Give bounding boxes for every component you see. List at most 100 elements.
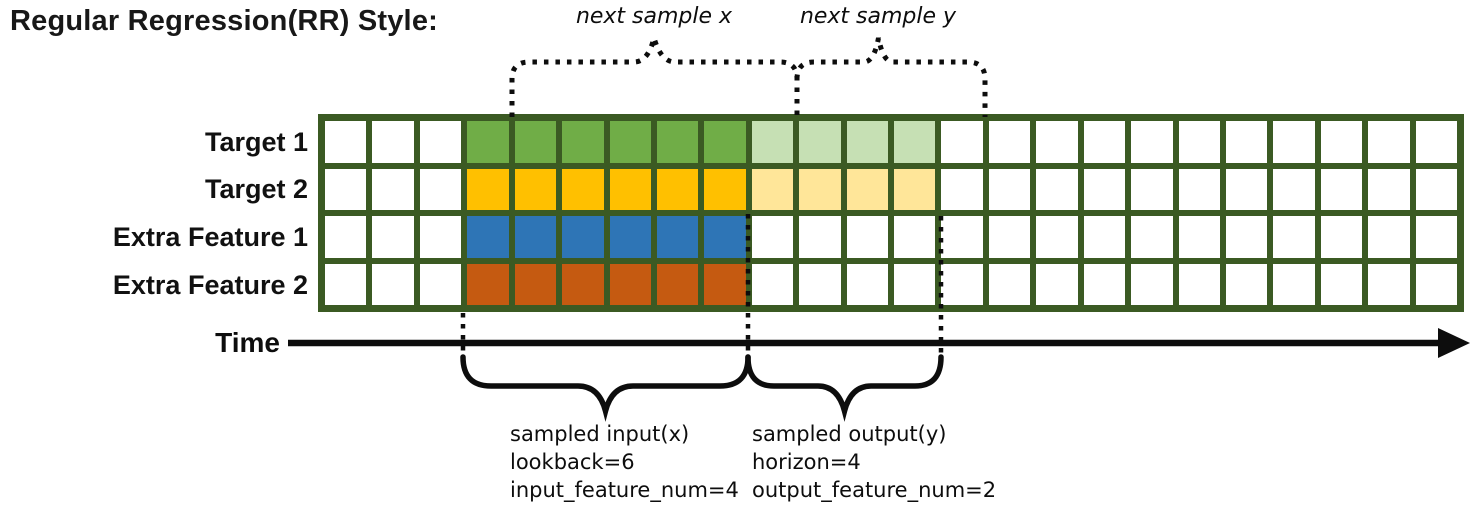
grid-cell [1083, 216, 1126, 258]
grid-cell [704, 168, 746, 210]
grid-cell [894, 263, 936, 305]
grid-cell [609, 121, 651, 163]
grid-cell [1225, 263, 1268, 305]
grid-cell [894, 121, 936, 163]
sampled-input-annotation: sampled input(x) lookback=6 input_featur… [510, 420, 739, 504]
grid-cell [1368, 263, 1410, 305]
page-title: Regular Regression(RR) Style: [10, 5, 438, 37]
grid-cell [467, 263, 509, 305]
grid-cell [562, 168, 604, 210]
row-label-target-2: Target 2 [204, 174, 308, 204]
next-sample-x-brace [509, 28, 800, 117]
grid-cell [656, 168, 699, 210]
grid-cell [467, 216, 509, 258]
grid-cell [941, 263, 983, 305]
grid-cell [467, 121, 509, 163]
grid-cell [988, 263, 1031, 305]
grid-cell [514, 216, 557, 258]
grid-cell [941, 168, 983, 210]
grid-cell [1225, 216, 1268, 258]
sampled-output-title: sampled output(y) [752, 422, 947, 446]
grid-cell [1415, 121, 1457, 163]
grid-cell [1415, 168, 1457, 210]
time-axis-label: Time [215, 327, 280, 358]
grid-cell [1368, 168, 1410, 210]
grid-cell [609, 168, 651, 210]
grid-cell [1415, 216, 1457, 258]
grid-cell [1131, 263, 1173, 305]
grid-cell [1178, 263, 1220, 305]
grid-cell [1131, 121, 1173, 163]
grid-cell [1131, 216, 1173, 258]
grid-cell [325, 168, 367, 210]
grid-cell [467, 168, 509, 210]
grid-cell [419, 216, 462, 258]
sampled-input-brace [460, 354, 751, 422]
grid-cell [846, 216, 888, 258]
grid-cell [1273, 263, 1315, 305]
grid-cell [1036, 216, 1078, 258]
next-sample-y-brace [794, 37, 988, 117]
grid-cell [1178, 168, 1220, 210]
grid-cell [656, 121, 699, 163]
next-sample-x-label: next sample x [575, 4, 733, 29]
grid-cell [609, 263, 651, 305]
input-feature-num-value: input_feature_num=4 [510, 478, 739, 502]
grid-cell [751, 216, 794, 258]
grid-cell [799, 263, 841, 305]
grid-cell [419, 263, 462, 305]
row-label-extra-feature-2: Extra Feature 2 [112, 270, 308, 300]
row-label-target-1: Target 1 [204, 127, 308, 157]
grid-cell [1036, 263, 1078, 305]
grid-cell [751, 168, 794, 210]
grid-cell [419, 121, 462, 163]
sample-grid [318, 114, 1464, 312]
grid-cell [894, 216, 936, 258]
grid-cell [846, 121, 888, 163]
grid-cell [1368, 121, 1410, 163]
sampled-output-annotation: sampled output(y) horizon=4 output_featu… [752, 420, 996, 504]
grid-cell [372, 216, 414, 258]
horizon-value: horizon=4 [752, 450, 861, 474]
grid-cell [988, 216, 1031, 258]
grid-cell [609, 216, 651, 258]
grid-cell [1083, 168, 1126, 210]
grid-cell [751, 121, 794, 163]
grid-cell [656, 263, 699, 305]
grid-cell [325, 216, 367, 258]
grid-cell [941, 121, 983, 163]
grid-cell [325, 263, 367, 305]
grid-cell [1225, 121, 1268, 163]
grid-cell [988, 168, 1031, 210]
grid-cell [514, 168, 557, 210]
grid-cell [1320, 121, 1363, 163]
grid-cell [372, 121, 414, 163]
grid-cell [1273, 216, 1315, 258]
grid-cell [1415, 263, 1457, 305]
grid-cell [514, 121, 557, 163]
grid-cell [325, 121, 367, 163]
grid-cell [894, 168, 936, 210]
grid-cell [704, 263, 746, 305]
grid-cell [1036, 168, 1078, 210]
output-feature-num-value: output_feature_num=2 [752, 478, 997, 502]
grid-cell [704, 121, 746, 163]
grid-cell [1225, 168, 1268, 210]
grid-cell [941, 216, 983, 258]
grid-cell [799, 168, 841, 210]
grid-cell [1320, 168, 1363, 210]
next-sample-y-label: next sample y [799, 4, 957, 29]
grid-cell [562, 121, 604, 163]
time-axis-arrowhead [1438, 328, 1470, 358]
grid-cell [1178, 121, 1220, 163]
grid-cell [562, 263, 604, 305]
grid-cell [988, 121, 1031, 163]
grid-cell [704, 216, 746, 258]
grid-cell [514, 263, 557, 305]
grid-cell [799, 121, 841, 163]
grid-cell [1036, 121, 1078, 163]
grid-cell [419, 168, 462, 210]
grid-cell [751, 263, 794, 305]
sampled-input-title: sampled input(x) [510, 422, 690, 446]
